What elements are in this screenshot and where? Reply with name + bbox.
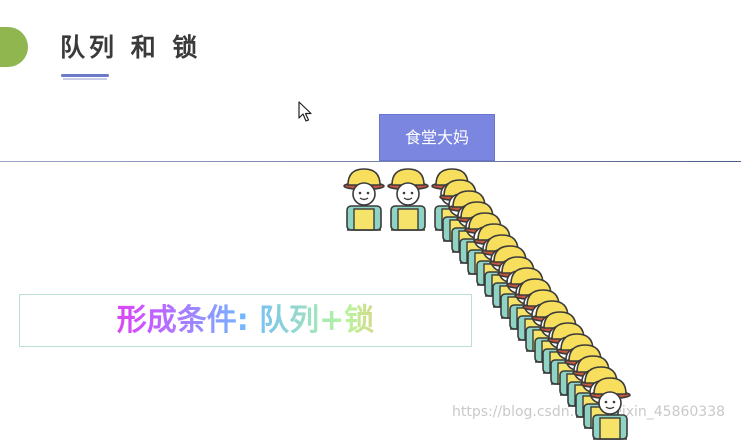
title-underline bbox=[61, 74, 109, 77]
person-icon bbox=[588, 375, 632, 441]
mouse-pointer-icon bbox=[298, 101, 312, 122]
accent-decoration bbox=[0, 27, 28, 67]
condition-text: 形成条件: 队列+锁 bbox=[20, 295, 471, 346]
title-underline-shadow bbox=[63, 78, 107, 80]
counter-line bbox=[0, 161, 741, 162]
canteen-lady-box[interactable]: 食堂大妈 bbox=[379, 114, 495, 161]
page-title: 队列 和 锁 bbox=[60, 33, 202, 62]
person-icon bbox=[342, 166, 386, 232]
person-icon bbox=[386, 166, 430, 232]
condition-box: 形成条件: 队列+锁 bbox=[19, 294, 472, 347]
